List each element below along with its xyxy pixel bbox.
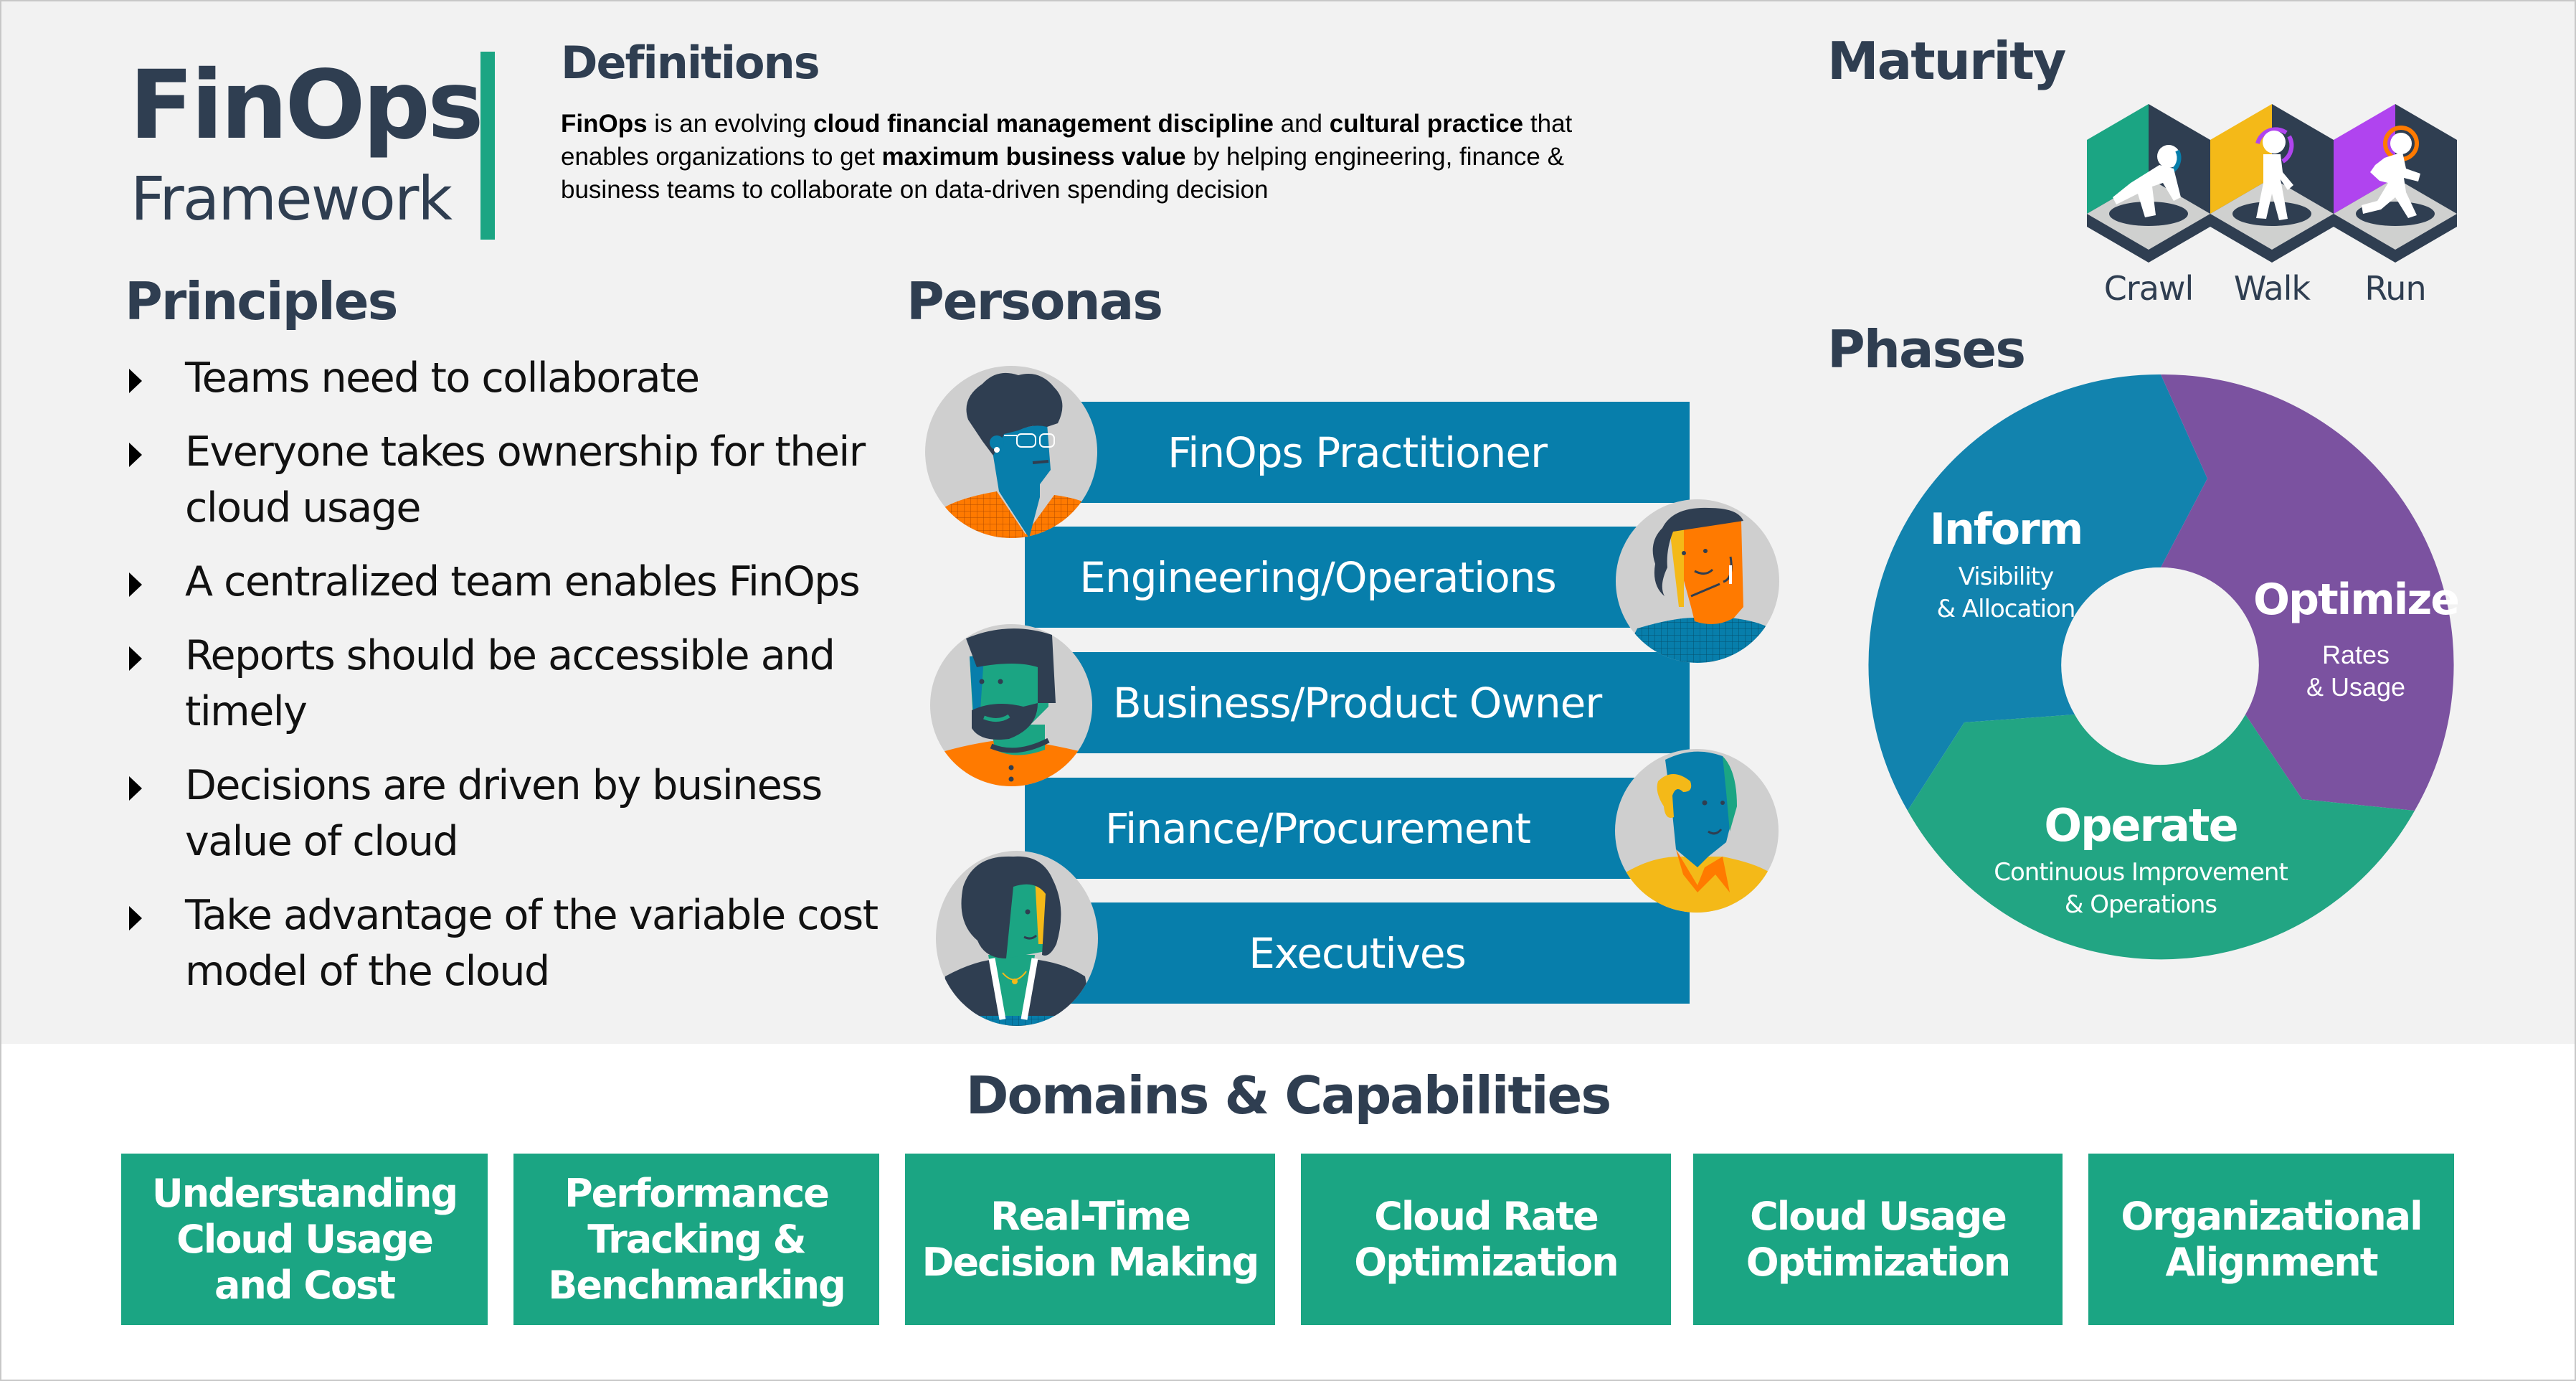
persona-bar-engineering-operations: Engineering/Operations <box>1025 527 1690 628</box>
principle-item: Decisions are driven by business value o… <box>128 758 888 869</box>
phase-title-inform: Inform <box>1930 504 2082 555</box>
finops-practitioner-avatar <box>925 362 1097 538</box>
triangle-bullet-icon <box>129 572 142 597</box>
phase-description: & Operations <box>2065 890 2217 919</box>
finance-procurement-avatar <box>1615 749 1779 913</box>
phase-title-optimize: Optimize <box>2253 575 2458 625</box>
persona-bar-business-product-owner: Business/Product Owner <box>1025 652 1690 753</box>
phase-description: & Allocation <box>1937 595 2075 623</box>
donut-hole <box>2063 567 2258 763</box>
principle-item: Everyone takes ownership for their cloud… <box>128 424 888 536</box>
principle-item: Teams need to collaborate <box>128 350 888 406</box>
definition-emphasis: maximum business value <box>881 143 1186 171</box>
phase-description: Rates <box>2322 640 2390 669</box>
phases-heading: Phases <box>1827 319 2026 380</box>
domain-organizational-alignment: Organizational Alignment <box>2088 1154 2454 1325</box>
phase-description: & Usage <box>2306 672 2405 702</box>
framework-title: FinOps <box>129 50 484 161</box>
principles-list: Teams need to collaborate Everyone takes… <box>128 350 888 1017</box>
executives-avatar <box>934 851 1099 1027</box>
principle-text: A centralized team enables FinOps <box>185 558 861 605</box>
business-product-owner-avatar <box>930 624 1094 788</box>
definition-text: that enables organizations to get <box>561 110 1573 171</box>
definition-text: by helping engineering, finance & busine… <box>561 143 1564 204</box>
persona-bar-finance-procurement: Finance/Procurement <box>1025 778 1690 879</box>
maturity-label-run: Run <box>2364 269 2426 308</box>
definition-emphasis: cloud financial management discipline <box>813 110 1274 138</box>
domain-cloud-rate-optimization: Cloud Rate Optimization <box>1301 1154 1671 1325</box>
principle-text: Everyone takes ownership for their cloud… <box>185 428 866 532</box>
phase-segment-inform <box>1868 374 2207 811</box>
definition-text: is an evolving <box>647 110 814 138</box>
domain-cloud-usage-optimization: Cloud Usage Optimization <box>1693 1154 2063 1325</box>
definition-text: and <box>1273 110 1330 138</box>
principle-text: Take advantage of the variable cost mode… <box>185 892 879 995</box>
persona-bar-finops-practitioner: FinOps Practitioner <box>1025 402 1690 503</box>
triangle-bullet-icon <box>129 906 142 930</box>
maturity-stage-crawl-icon <box>2087 104 2210 263</box>
framework-subtitle: Framework <box>131 164 453 234</box>
domains-heading: Domains & Capabilities <box>965 1065 1611 1126</box>
principle-text: Decisions are driven by business value o… <box>185 762 823 865</box>
triangle-bullet-icon <box>129 369 142 393</box>
personas-heading: Personas <box>906 271 1163 331</box>
triangle-bullet-icon <box>129 646 142 671</box>
principles-heading: Principles <box>125 271 398 331</box>
principle-text: Teams need to collaborate <box>185 354 700 402</box>
domain-performance-tracking: Performance Tracking & Benchmarking <box>513 1154 879 1325</box>
definition-emphasis: FinOps <box>561 110 648 138</box>
definition-emphasis: cultural practice <box>1329 110 1524 138</box>
principle-item: Take advantage of the variable cost mode… <box>128 887 888 999</box>
triangle-bullet-icon <box>129 443 142 467</box>
maturity-stage-walk-icon <box>2210 104 2334 263</box>
phase-segment-optimize <box>2161 374 2454 811</box>
persona-bar-executives: Executives <box>1025 902 1690 1004</box>
phase-title-operate: Operate <box>2044 799 2237 852</box>
principle-item: A centralized team enables FinOps <box>128 554 888 610</box>
maturity-label-walk: Walk <box>2233 269 2311 308</box>
principle-item: Reports should be accessible and timely <box>128 628 888 740</box>
maturity-label-crawl: Crawl <box>2103 269 2194 308</box>
phase-description: Visibility <box>1959 562 2054 591</box>
maturity-heading: Maturity <box>1827 31 2066 91</box>
definitions-body: FinOps is an evolving cloud financial ma… <box>561 108 1601 207</box>
engineering-operations-avatar <box>1616 499 1779 663</box>
phase-description: Continuous Improvement <box>1994 858 2288 887</box>
domain-real-time-decision-making: Real-Time Decision Making <box>905 1154 1275 1325</box>
domain-understanding-cloud-usage: Understanding Cloud Usage and Cost <box>121 1154 488 1325</box>
triangle-bullet-icon <box>129 776 142 801</box>
definitions-heading: Definitions <box>561 37 820 89</box>
maturity-stage-run-icon <box>2334 104 2457 263</box>
phase-segment-operate <box>1908 715 2415 960</box>
title-divider <box>480 52 495 240</box>
maturity-graphic <box>2087 104 2457 263</box>
principle-text: Reports should be accessible and timely <box>185 632 835 735</box>
